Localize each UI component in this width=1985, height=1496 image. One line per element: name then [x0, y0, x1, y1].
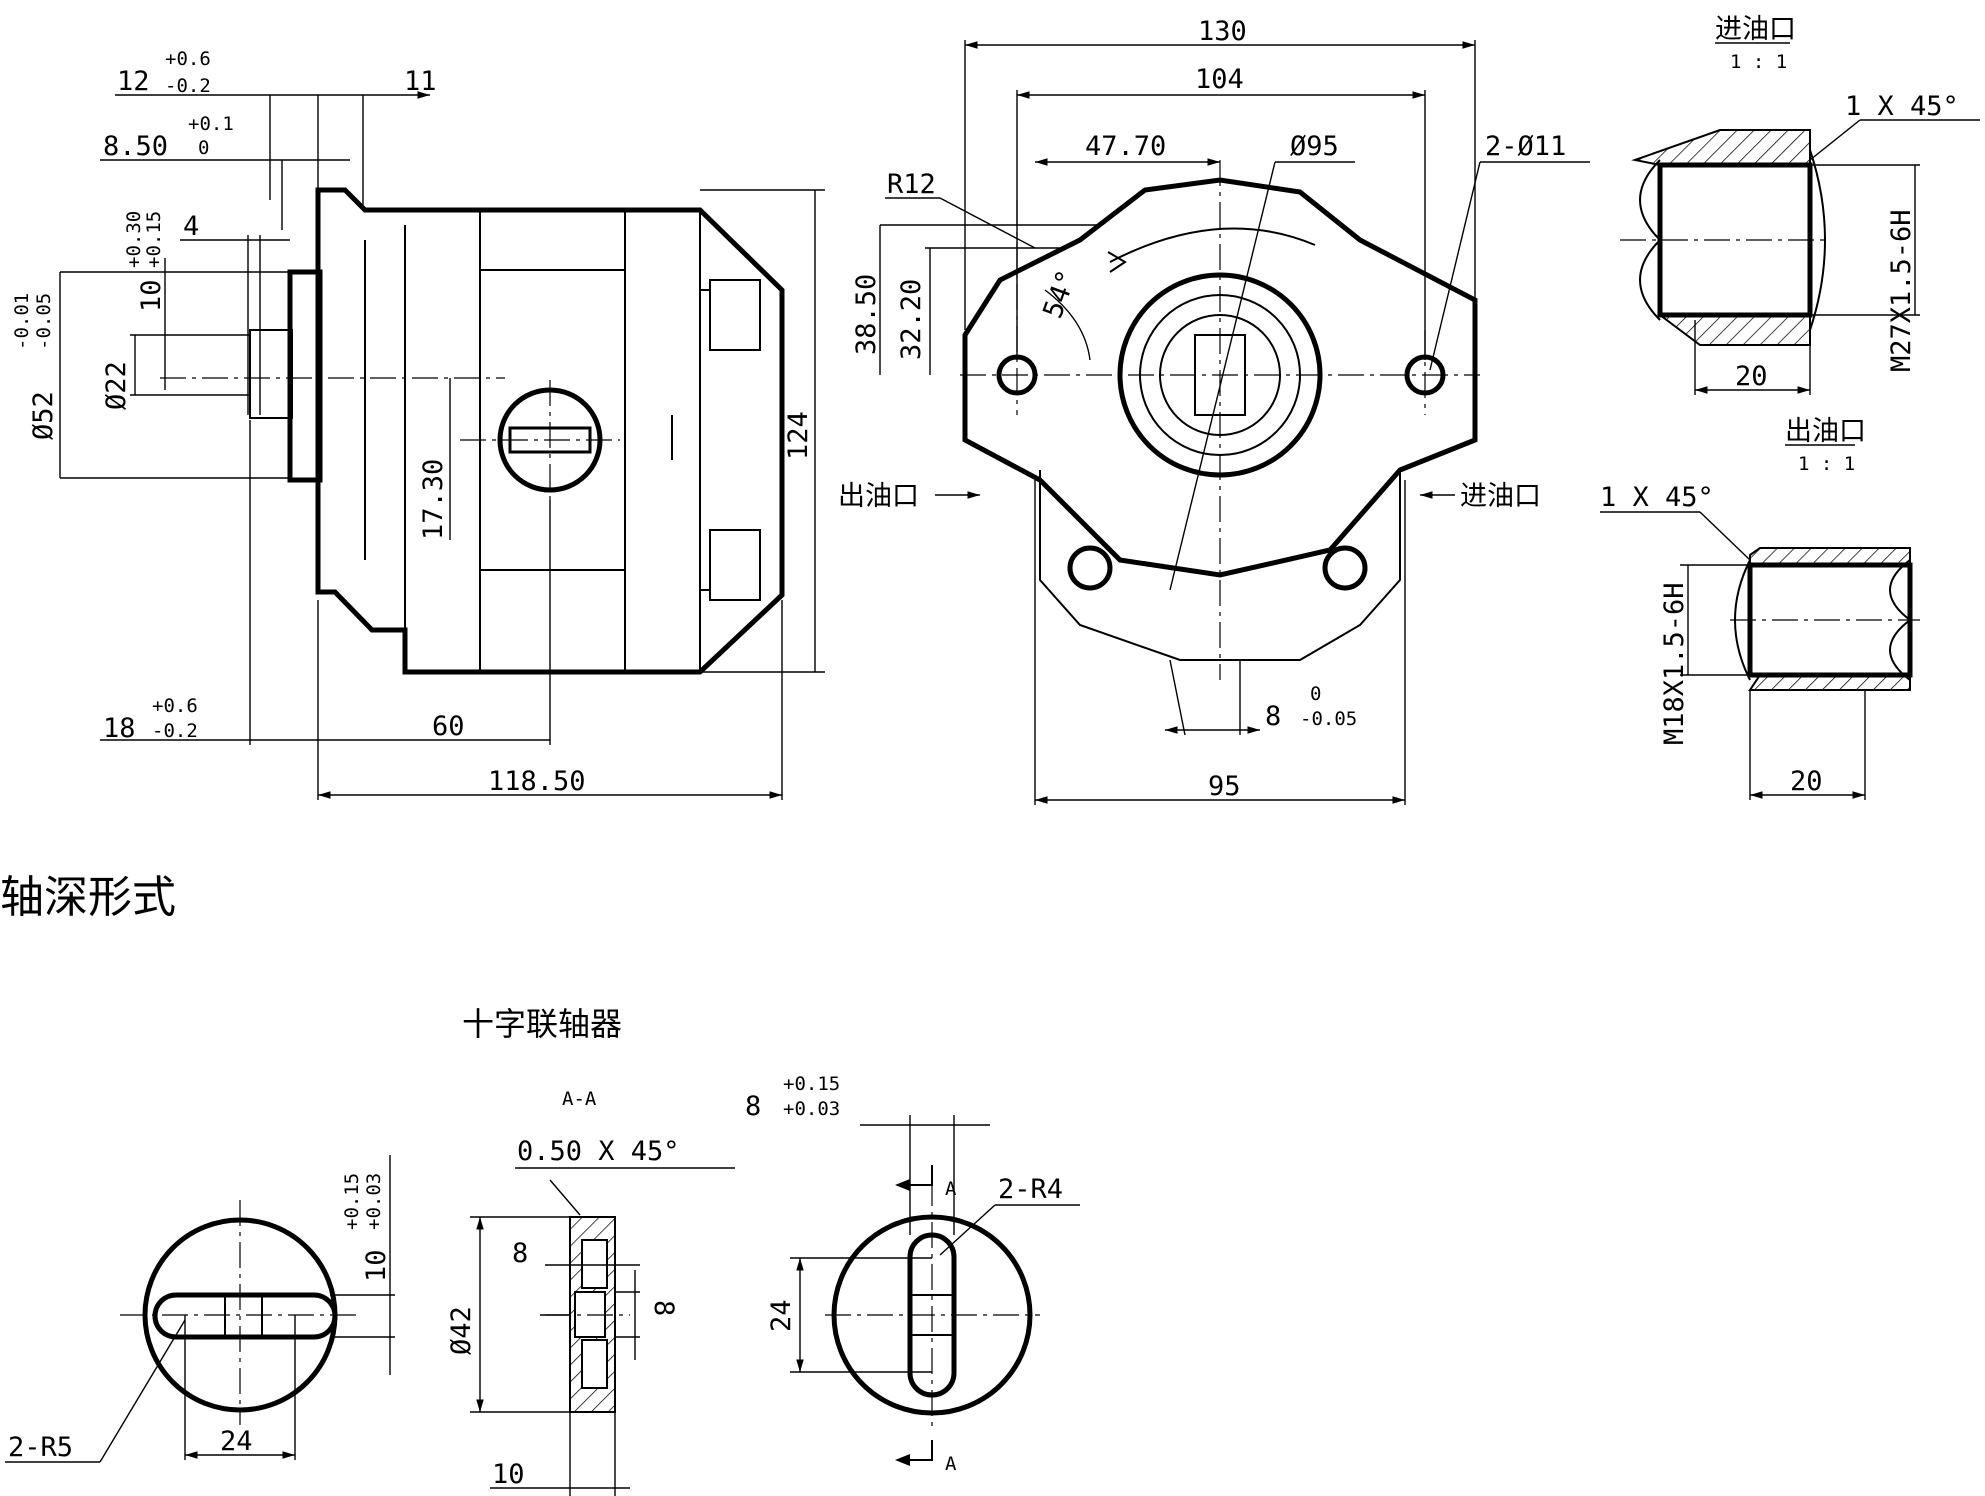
front-flange-outline [962, 177, 1478, 578]
svg-text:-0.2: -0.2 [165, 75, 211, 97]
outlet-label: 出油口 [838, 481, 919, 512]
svg-text:+0.15: +0.15 [341, 1173, 363, 1230]
dim-124: 124 [783, 411, 814, 460]
dim-18: 18 [103, 713, 136, 744]
svg-text:+0.15: +0.15 [783, 1073, 840, 1095]
svg-text:+0.15: +0.15 [143, 211, 165, 268]
inlet-detail-title: 进油口 [1715, 14, 1796, 45]
svg-text:+0.03: +0.03 [363, 1173, 385, 1230]
dim-32-20: 32.20 [896, 279, 927, 360]
svg-text:-0.05: -0.05 [1300, 708, 1357, 730]
bolt-head-upper [709, 279, 761, 351]
coupling1-radius: 2-R5 [8, 1432, 73, 1463]
inlet-depth: 20 [1735, 361, 1768, 392]
coupling1-width: 24 [220, 1426, 253, 1457]
outlet-detail: 出油口 1 : 1 1 X 45° M18X1.5-6H 20 [1600, 416, 1920, 800]
dim-60: 60 [432, 711, 465, 742]
coupling2-chamfer: 0.50 X 45° [517, 1136, 680, 1167]
dim-8: 8 [1265, 701, 1281, 732]
port-bolt-right [1322, 545, 1368, 591]
dim-11: 11 [404, 66, 437, 97]
dim-95: 95 [1208, 771, 1241, 802]
mounting-flange [287, 269, 323, 483]
dim-10: 10 [136, 279, 167, 312]
dim-r12: R12 [887, 169, 936, 200]
section-label: A-A [562, 1088, 597, 1110]
svg-text:+0.30: +0.30 [123, 211, 145, 268]
cut-label-a-top: A [945, 1178, 957, 1200]
coupling-view-1: 10 +0.15 +0.03 24 2-R5 [5, 1155, 395, 1463]
inlet-chamfer: 1 X 45° [1845, 91, 1959, 122]
outlet-thread: M18X1.5-6H [1659, 582, 1690, 745]
svg-text:+0.1: +0.1 [188, 113, 234, 135]
coupling2-8a: 8 [512, 1238, 528, 1269]
dim-4: 4 [183, 211, 199, 242]
inlet-label: 进油口 [1460, 481, 1541, 512]
dim-130: 130 [1198, 16, 1247, 47]
outlet-detail-title: 出油口 [1785, 416, 1866, 447]
svg-text:-0.2: -0.2 [152, 720, 198, 742]
dim-angle: 54° [1037, 266, 1083, 322]
dim-holes: 2-Ø11 [1485, 131, 1566, 162]
dim-8-50: 8.50 [103, 131, 168, 162]
svg-text:1 : 1: 1 : 1 [1730, 51, 1787, 73]
coupling-drawings: 十字联轴器 A-A 10 +0.15 +0.03 24 2-R5 [5, 1005, 1080, 1496]
dim-47-70: 47.70 [1085, 131, 1166, 162]
svg-text:+0.6: +0.6 [165, 48, 211, 70]
outlet-chamfer: 1 X 45° [1600, 482, 1714, 513]
coupling3-radius: 2-R4 [998, 1174, 1063, 1205]
svg-text:+0.03: +0.03 [783, 1098, 840, 1120]
dim-d22: Ø22 [101, 361, 132, 410]
svg-text:0: 0 [1310, 683, 1321, 705]
outlet-depth: 20 [1790, 766, 1823, 797]
coupling2-thick: 10 [492, 1459, 525, 1490]
coupling3-height: 24 [766, 1299, 797, 1332]
dim-17-30: 17.30 [418, 459, 449, 540]
svg-text:-0.01: -0.01 [11, 293, 33, 350]
coupling-view-2: Ø42 0.50 X 45° 8 8 10 [446, 1136, 735, 1496]
side-view: 12 +0.6 -0.2 11 8.50 +0.1 0 4 Ø52 -0.01 … [11, 48, 825, 800]
coupling3-slot: 8 [745, 1091, 761, 1122]
dim-d95: Ø95 [1290, 131, 1339, 162]
svg-text:0: 0 [198, 137, 209, 159]
bolt-head-lower [709, 529, 761, 601]
coupling1-slot: 10 [361, 1249, 392, 1282]
dim-12: 12 [117, 66, 150, 97]
front-view: 130 104 47.70 Ø95 2-Ø11 R12 38.50 32.20 … [838, 16, 1590, 805]
port-bolt-left [1067, 545, 1113, 591]
cut-label-a-bottom: A [945, 1453, 957, 1475]
section-heading: 轴深形式 [0, 872, 176, 923]
svg-text:1 : 1: 1 : 1 [1798, 453, 1855, 475]
svg-text:-0.05: -0.05 [33, 293, 55, 350]
shaft-boss [249, 329, 293, 419]
coupling-title: 十字联轴器 [462, 1005, 622, 1043]
inlet-thread: M27X1.5-6H [1886, 209, 1917, 372]
coupling-view-3: 8 +0.15 +0.03 24 2-R4 A A [745, 1073, 1080, 1475]
inlet-detail: 进油口 1 : 1 1 X 45° M27X1.5-6H 20 [1620, 14, 1980, 395]
svg-text:+0.6: +0.6 [152, 695, 198, 717]
dim-d52: Ø52 [28, 391, 59, 440]
dim-104: 104 [1195, 64, 1244, 95]
coupling2-dia: Ø42 [446, 1306, 477, 1355]
dim-38-50: 38.50 [851, 274, 882, 355]
dim-118-50: 118.50 [488, 766, 586, 797]
coupling2-8b: 8 [648, 1300, 679, 1316]
